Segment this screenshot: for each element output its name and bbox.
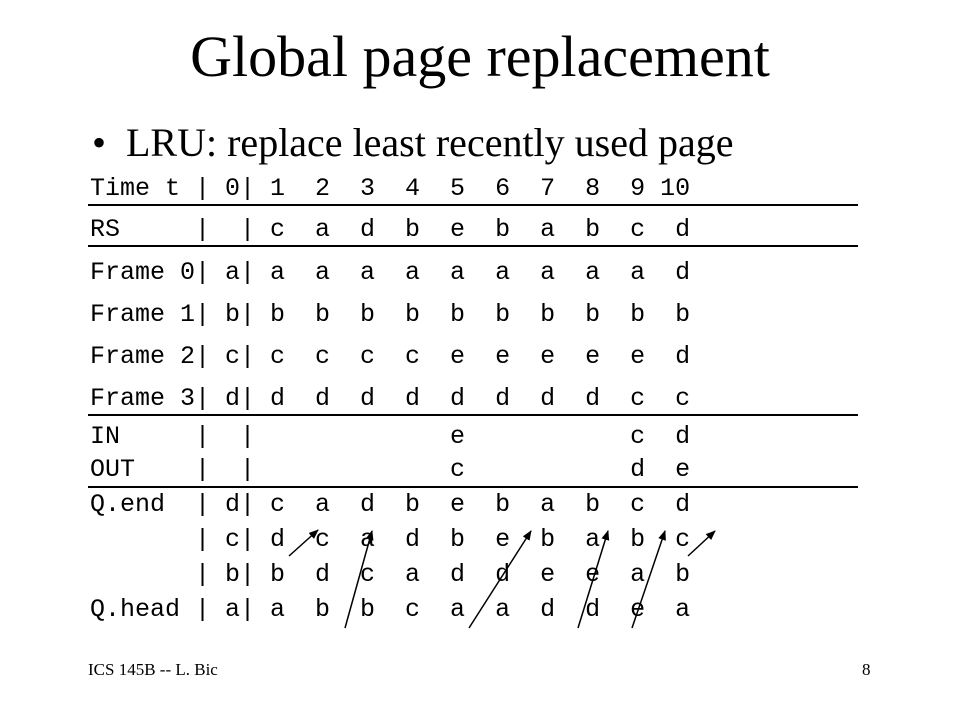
bullet-text: LRU: replace least recently used page bbox=[126, 119, 734, 165]
divider-inout bbox=[88, 486, 858, 488]
frame-1-row: Frame 1| b| b b b b b b b b b b bbox=[90, 300, 691, 329]
arrow-3 bbox=[468, 530, 532, 629]
frame-2-row: Frame 2| c| c c c c e e e e e d bbox=[90, 342, 691, 371]
bullet-item: • LRU: replace least recently used page bbox=[92, 114, 734, 170]
divider-header bbox=[88, 204, 858, 206]
page-number: 8 bbox=[862, 660, 871, 679]
divider-rs bbox=[88, 245, 858, 247]
slide-title: Global page replacement bbox=[190, 24, 770, 89]
out-row: OUT | | c d e bbox=[90, 455, 691, 484]
in-row: IN | | e c d bbox=[90, 422, 691, 451]
arrow-4 bbox=[577, 530, 610, 629]
queue-end-row: Q.end | d| c a d b e b a b c d bbox=[90, 490, 691, 519]
arrow-1 bbox=[288, 529, 319, 557]
table-header-row: Time t | 0| 1 2 3 4 5 6 7 8 9 10 bbox=[90, 174, 691, 203]
queue-row-3: | b| b d c a d d e e a b bbox=[90, 560, 691, 589]
arrow-5 bbox=[631, 530, 666, 629]
bullet-dot-icon: • bbox=[92, 119, 107, 165]
arrow-2 bbox=[344, 530, 374, 629]
frame-3-row: Frame 3| d| d d d d d d d d c c bbox=[90, 384, 691, 413]
queue-row-2: | c| d c a d b e b a b c bbox=[90, 525, 691, 554]
reference-string-row: RS | | c a d b e b a b c d bbox=[90, 215, 691, 244]
divider-frames bbox=[88, 414, 858, 416]
footer-author: ICS 145B -- L. Bic bbox=[88, 660, 218, 679]
frame-0-row: Frame 0| a| a a a a a a a a a d bbox=[90, 258, 691, 287]
arrow-6 bbox=[687, 530, 716, 557]
